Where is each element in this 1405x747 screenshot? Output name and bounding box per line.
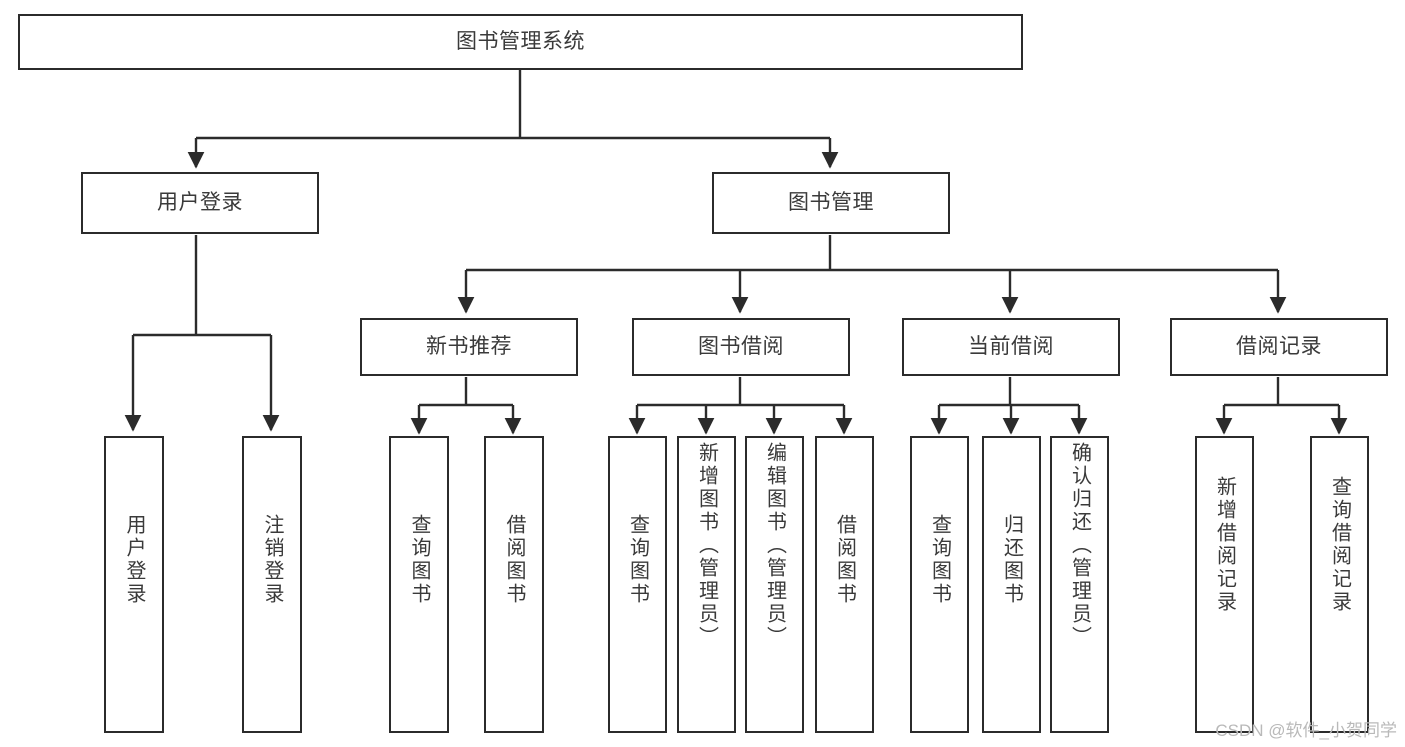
node-leaf-9-label: 查询图书 xyxy=(928,514,951,606)
node-root[interactable]: 图书管理系统 xyxy=(18,14,1023,70)
node-leaf-1[interactable]: 用户登录 xyxy=(104,436,164,733)
node-leaf-5[interactable]: 查询图书 xyxy=(608,436,667,733)
node-user-login-label: 用户登录 xyxy=(157,190,243,214)
node-leaf-12-label: 新增借阅记录 xyxy=(1213,476,1236,614)
node-leaf-10[interactable]: 归还图书 xyxy=(982,436,1041,733)
node-leaf-8-label: 借阅图书 xyxy=(833,514,856,606)
node-current-borrow[interactable]: 当前借阅 xyxy=(902,318,1120,376)
node-book-manage[interactable]: 图书管理 xyxy=(712,172,950,234)
node-leaf-7-label: 编辑图书（管理员） xyxy=(763,442,786,649)
node-leaf-12[interactable]: 新增借阅记录 xyxy=(1195,436,1254,733)
node-leaf-7[interactable]: 编辑图书（管理员） xyxy=(745,436,804,733)
node-book-manage-label: 图书管理 xyxy=(788,190,874,214)
node-current-borrow-label: 当前借阅 xyxy=(968,334,1054,358)
node-root-label: 图书管理系统 xyxy=(456,29,585,53)
node-leaf-10-label: 归还图书 xyxy=(1000,514,1023,606)
node-leaf-6-label: 新增图书（管理员） xyxy=(695,442,718,649)
node-book-borrow[interactable]: 图书借阅 xyxy=(632,318,850,376)
node-leaf-2[interactable]: 注销登录 xyxy=(242,436,302,733)
node-user-login[interactable]: 用户登录 xyxy=(81,172,319,234)
node-leaf-8[interactable]: 借阅图书 xyxy=(815,436,874,733)
node-leaf-1-label: 用户登录 xyxy=(123,514,145,606)
node-new-book-rec-label: 新书推荐 xyxy=(426,334,512,358)
node-borrow-record[interactable]: 借阅记录 xyxy=(1170,318,1388,376)
node-leaf-9[interactable]: 查询图书 xyxy=(910,436,969,733)
node-leaf-11-label: 确认归还（管理员） xyxy=(1068,442,1091,649)
node-leaf-5-label: 查询图书 xyxy=(626,514,649,606)
node-leaf-4-label: 借阅图书 xyxy=(503,514,525,606)
node-leaf-3[interactable]: 查询图书 xyxy=(389,436,449,733)
node-leaf-2-label: 注销登录 xyxy=(261,514,283,606)
node-borrow-record-label: 借阅记录 xyxy=(1236,334,1322,358)
node-leaf-13[interactable]: 查询借阅记录 xyxy=(1310,436,1369,733)
node-leaf-4[interactable]: 借阅图书 xyxy=(484,436,544,733)
node-leaf-13-label: 查询借阅记录 xyxy=(1328,476,1351,614)
csdn-watermark: CSDN @软件_小贺同学 xyxy=(1215,721,1397,740)
node-new-book-rec[interactable]: 新书推荐 xyxy=(360,318,578,376)
node-book-borrow-label: 图书借阅 xyxy=(698,334,784,358)
node-leaf-11[interactable]: 确认归还（管理员） xyxy=(1050,436,1109,733)
node-leaf-3-label: 查询图书 xyxy=(408,514,430,606)
node-leaf-6[interactable]: 新增图书（管理员） xyxy=(677,436,736,733)
